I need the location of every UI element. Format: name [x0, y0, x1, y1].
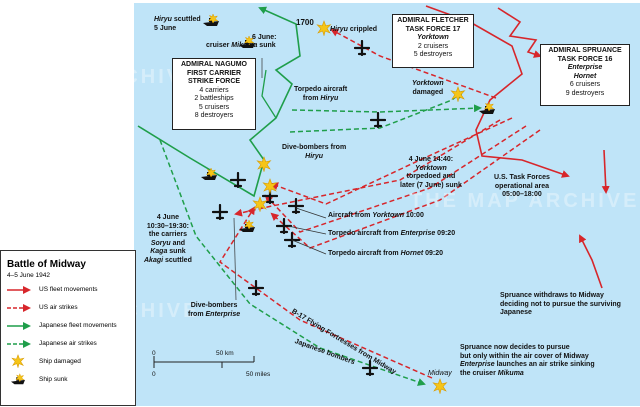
us-fleet-routes — [425, 5, 610, 289]
legend-item-ship-sunk: Ship sunk — [39, 376, 68, 383]
watermark: THE MAP ARCHIVE — [0, 66, 200, 88]
japanese-fleet-routes — [137, 6, 301, 198]
box-spruance: ADMIRAL SPRUANCE TASK FORCE 16 Enterpris… — [540, 44, 630, 106]
us-strike-dive-enterprise — [234, 119, 501, 217]
legend-item-ship-damaged: Ship damaged — [39, 358, 81, 365]
japanese-air-strikes — [159, 90, 482, 386]
scale-mi-zero: 0 — [152, 371, 156, 378]
label-mikuma-cruiser: cruiser Mikuma sunk — [206, 42, 276, 49]
us-fleet-route-fletcher — [497, 7, 542, 58]
us-strike-hiryu — [330, 29, 497, 99]
scale-km-value: 50 km — [216, 350, 234, 357]
us-strike-b17 — [218, 206, 433, 379]
scale-bar — [153, 356, 255, 368]
scale-km-zero: 0 — [152, 350, 156, 357]
label-torpedo-hornet: Torpedo aircraft from Hornet 09:20 — [328, 250, 444, 257]
us-strike-yorktown — [270, 117, 513, 205]
label-aircraft-yorktown: Aircraft from Yorktown 10:00 — [328, 212, 424, 219]
legend-date: 4–5 June 1942 — [7, 272, 51, 279]
us-air-strikes — [218, 29, 541, 379]
japanese-fleet-route-hiryu — [261, 69, 277, 119]
label-mikuma-sunk: 6 June: — [252, 34, 277, 41]
us-strike-enterprise-torpedo — [264, 125, 527, 233]
legend-item-us-fleet: US fleet movements — [39, 286, 98, 293]
legend: Battle of Midway 4–5 June 1942 US fleet … — [0, 250, 136, 406]
legend-item-japanese-fleet: Japanese fleet movements — [39, 322, 117, 329]
label-torpedo-enterprise: Torpedo aircraft from Enterprise 09:20 — [328, 230, 456, 237]
watermark: THE MAP ARCHIVE — [410, 190, 640, 212]
legend-symbols — [7, 286, 31, 385]
us-fleet-route-main — [425, 5, 570, 178]
burst-icon — [11, 354, 25, 368]
box-fletcher: ADMIRAL FLETCHER TASK FORCE 17 Yorktown … — [392, 14, 474, 68]
japanese-strike-torpedo-hiryu — [291, 104, 482, 113]
label-hiryu-crippled: Hiryu crippled — [330, 26, 378, 33]
label-time-1700: 1700 — [296, 18, 314, 27]
sinking-ship-icon — [10, 373, 26, 385]
legend-item-japanese-air: Japanese air strikes — [39, 340, 97, 347]
leader-lines — [233, 58, 327, 301]
legend-title: Battle of Midway — [7, 259, 86, 270]
us-fleet-route-pursue — [579, 234, 603, 289]
label-midway: Midway — [428, 370, 452, 377]
japanese-strike-dive-hiryu — [289, 90, 464, 133]
box-nagumo: ADMIRAL NAGUMO FIRST CARRIER STRIKE FORC… — [172, 58, 256, 130]
japanese-strike-midway — [159, 139, 426, 386]
scale-mi-value: 50 miles — [246, 371, 271, 378]
us-fleet-route-withdraw — [601, 149, 610, 194]
legend-item-us-air: US air strikes — [39, 304, 78, 311]
